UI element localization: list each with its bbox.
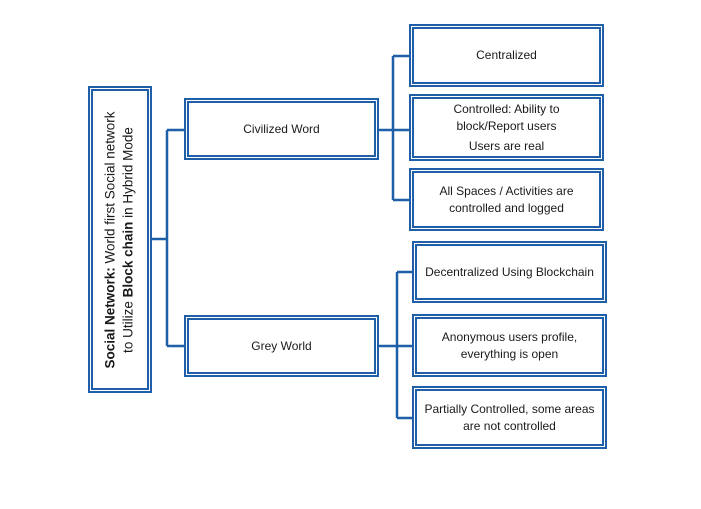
root-title-bold: Social Network: (103, 266, 118, 369)
root-title-rest: World first Social network (103, 110, 118, 267)
leaf-decentralized: Decentralized Using Blockchain (415, 244, 604, 300)
branch-civilized-word: Civilized Word (187, 101, 376, 157)
leaf-text-line: everything is open (460, 346, 559, 361)
leaf-text-line: Controlled: Ability to (453, 101, 560, 116)
leaf-controlled: Controlled: Ability to block/Report user… (412, 97, 601, 158)
root-subtitle-start: to Utilize (121, 296, 136, 353)
branch-grey-world: Grey World (187, 318, 376, 374)
leaf-text: Decentralized Using Blockchain (425, 264, 594, 279)
leaf-anonymous: Anonymous users profile, everything is o… (415, 317, 604, 374)
leaf-text-line: controlled and logged (449, 200, 564, 215)
leaf-text-line: Users are real (468, 138, 545, 153)
leaf-all-spaces: All Spaces / Activities are controlled a… (412, 171, 601, 228)
branch-label: Grey World (251, 338, 312, 353)
root-subtitle-bold: Block chain (121, 221, 136, 297)
root-node-box: Social Network: World first Social netwo… (91, 89, 149, 390)
leaf-text-line: Anonymous users profile, (441, 329, 578, 344)
leaf-text-line: Partially Controlled, some areas (424, 401, 595, 416)
leaf-text-line: All Spaces / Activities are (439, 183, 574, 198)
leaf-partially-controlled: Partially Controlled, some areas are not… (415, 389, 604, 446)
root-subtitle-end: in Hybrid Mode (121, 126, 136, 222)
leaf-text-line: block/Report users (456, 118, 557, 133)
root-node-text: Social Network: World first Social netwo… (102, 111, 138, 368)
leaf-text-line: are not controlled (463, 418, 556, 433)
leaf-text: Centralized (476, 48, 537, 62)
branch-label: Civilized Word (243, 121, 320, 136)
leaf-centralized: Centralized (412, 27, 601, 84)
